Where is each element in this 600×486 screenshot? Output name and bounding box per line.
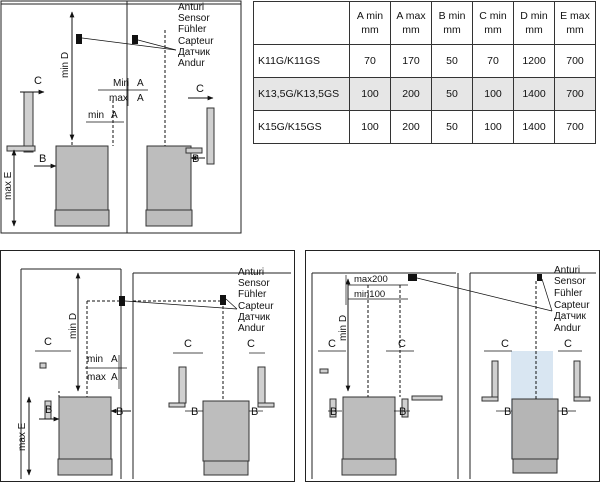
table-corner-cell: [253, 1, 350, 45]
sensor-label-anturi: Anturi: [178, 2, 204, 13]
svg-text:A: A: [111, 110, 118, 121]
sensor-marker-right: [537, 274, 542, 281]
label-c-4: C: [564, 338, 572, 350]
heater-body-right: [511, 398, 559, 460]
label-c-2: C: [398, 338, 406, 350]
label-c-2: C: [184, 338, 192, 350]
svg-text:Fühler: Fühler: [554, 288, 583, 299]
svg-text:Capteur: Capteur: [554, 300, 590, 311]
label-b-1: B: [45, 404, 52, 416]
svg-text:Andur: Andur: [554, 323, 581, 334]
heater-body-left: [58, 396, 112, 460]
heater-body-left: [55, 145, 109, 211]
label-b-3: B: [504, 406, 511, 418]
svg-text:A: A: [111, 372, 118, 383]
sensor-label-anturi: Anturi: [554, 265, 580, 276]
label-c-1: C: [44, 336, 52, 348]
label-b-2: B: [116, 406, 123, 418]
bracket-left: [23, 91, 34, 153]
svg-text:Sensor: Sensor: [554, 276, 586, 287]
sensor-marker-right: [220, 295, 226, 305]
svg-text:Sensor: Sensor: [238, 278, 270, 289]
svg-text:Fühler: Fühler: [238, 289, 267, 300]
heater-body-right: [202, 400, 250, 462]
label-c-left: C: [34, 75, 42, 87]
label-b-left: B: [39, 153, 46, 165]
sensor-marker-left: [408, 274, 417, 281]
label-min-a-2: min: [88, 110, 104, 121]
label-min-a: min: [87, 354, 103, 365]
label-max-e: max E: [17, 422, 28, 451]
heater-body-right: [146, 145, 192, 211]
label-b-right: B: [192, 153, 199, 165]
svg-text:A: A: [137, 78, 144, 89]
svg-text:Capteur: Capteur: [238, 301, 274, 312]
svg-text:Andur: Andur: [238, 323, 265, 334]
wall-frame-right: [126, 0, 242, 234]
label-c-1: C: [328, 338, 336, 350]
bottom-left-diagram-svg: min D C C C min A max A B B B B max E An…: [17, 267, 291, 479]
label-max-a: max: [109, 93, 128, 104]
bottom-right-diagram-svg: max200 min100 min D C C C C B B B B Antu…: [311, 265, 596, 479]
svg-text:Датчик: Датчик: [238, 312, 270, 323]
svg-text:A: A: [137, 93, 144, 104]
diagram-panel-top: min D C C Min A max A min A B B max E An…: [0, 0, 243, 236]
label-min-a-1: Min: [113, 78, 129, 89]
svg-text:Fühler: Fühler: [178, 24, 207, 35]
label-b-4: B: [561, 406, 568, 418]
sensor-marker-left: [119, 296, 125, 306]
svg-text:Capteur: Capteur: [178, 36, 214, 47]
svg-text:Andur: Andur: [178, 58, 205, 69]
diagram-panel-bottom-right: max200 min100 min D C C C C B B B B Antu…: [305, 250, 600, 482]
label-b-1: B: [330, 406, 337, 418]
label-min-d: min D: [68, 313, 79, 339]
sensor-label-anturi: Anturi: [238, 267, 264, 278]
heater-body-left: [342, 396, 396, 460]
heater-base-right: [145, 209, 193, 227]
top-diagram-svg: min D C C Min A max A min A B B max E An…: [0, 0, 242, 234]
label-max200: max200: [354, 274, 388, 285]
label-b-4: B: [251, 406, 258, 418]
label-max-e: max E: [3, 171, 14, 200]
sensor-marker-left: [76, 34, 82, 44]
label-max-a: max: [87, 372, 106, 383]
label-min-d: min D: [338, 315, 349, 341]
label-min-d: min D: [60, 52, 71, 78]
diagram-panel-bottom-left: min D C C C min A max A B B B B max E An…: [0, 250, 295, 482]
svg-text:Sensor: Sensor: [178, 13, 210, 24]
label-c-right: C: [196, 83, 204, 95]
label-b-3: B: [191, 406, 198, 418]
label-b-2: B: [399, 406, 406, 418]
sensor-marker-right: [132, 35, 138, 44]
svg-text:A: A: [111, 354, 118, 365]
svg-text:Датчик: Датчик: [178, 47, 210, 58]
heater-base-left: [54, 209, 110, 227]
label-c-3: C: [501, 338, 509, 350]
bracket-right: [206, 107, 215, 165]
label-min100: min100: [354, 289, 385, 300]
label-c-3: C: [247, 338, 255, 350]
svg-text:Датчик: Датчик: [554, 311, 586, 322]
